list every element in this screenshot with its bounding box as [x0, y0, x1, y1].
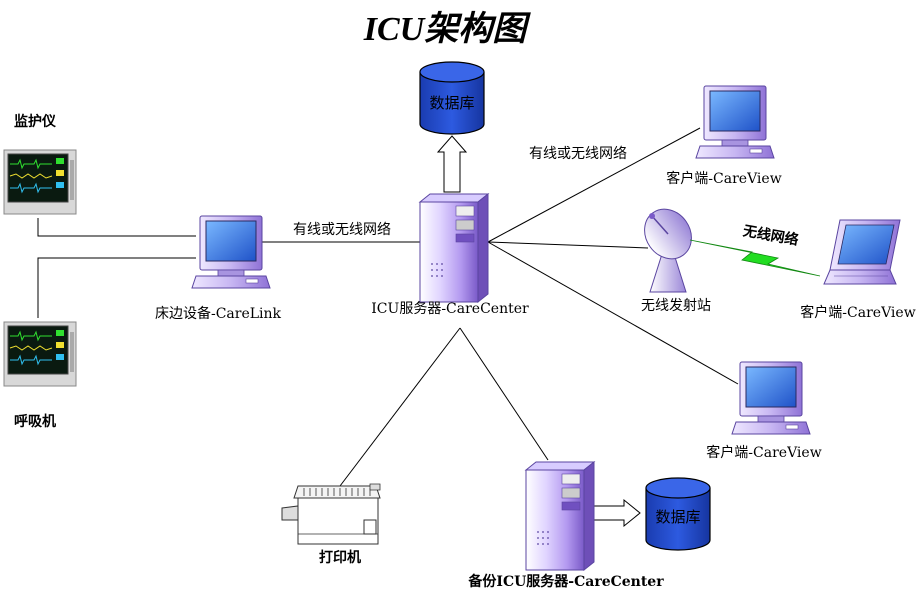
- monitor-label: 监护仪: [14, 113, 57, 130]
- wireless-bolt-icon: [689, 239, 821, 277]
- backup-server-icon: [525, 461, 595, 571]
- monitor-to-bedside-line: [37, 218, 196, 237]
- net-left-label: 有线或无线网络: [293, 222, 391, 238]
- ventilator-device-icon: [3, 321, 77, 387]
- laptop-icon: [823, 219, 901, 285]
- server-to-backup-line: [459, 327, 549, 461]
- monitor-device-icon: [3, 149, 77, 215]
- printer-label: 打印机: [319, 549, 361, 566]
- diagram-title: ICU架构图: [363, 10, 531, 48]
- server-label: ICU服务器-CareCenter: [371, 301, 529, 317]
- wireless-station-label: 无线发射站: [641, 298, 711, 314]
- client-bottom-label: 客户端-CareView: [706, 444, 821, 461]
- client-top-computer-icon: [695, 85, 775, 159]
- server-icon: [419, 193, 489, 303]
- printer-icon: [281, 483, 381, 545]
- wireless-net-label: 无线网络: [741, 222, 800, 249]
- server-to-client-bottom-line: [487, 241, 739, 385]
- server-to-printer-line: [339, 327, 461, 487]
- bedside-computer-icon: [191, 215, 271, 289]
- net-right-label: 有线或无线网络: [529, 146, 627, 162]
- client-top-label: 客户端-CareView: [666, 170, 781, 187]
- client-laptop-label: 客户端-CareView: [800, 304, 915, 321]
- server-to-station-line: [487, 241, 649, 249]
- db-bottom-label: 数据库: [655, 508, 700, 526]
- backup-server-label: 备份ICU服务器-CareCenter: [467, 573, 664, 590]
- db-top-label: 数据库: [429, 94, 474, 112]
- satellite-dish-icon: [644, 208, 692, 293]
- arrow-to-backup-db-icon: [589, 498, 641, 528]
- bedside-label: 床边设备-CareLink: [155, 305, 282, 322]
- server-to-client-top-line: [487, 127, 701, 243]
- ventilator-to-bedside-line: [37, 257, 196, 318]
- connection-lines: [37, 127, 739, 487]
- ventilator-label: 呼吸机: [14, 413, 56, 430]
- client-bottom-computer-icon: [731, 361, 811, 435]
- arrow-to-db-icon: [436, 135, 468, 193]
